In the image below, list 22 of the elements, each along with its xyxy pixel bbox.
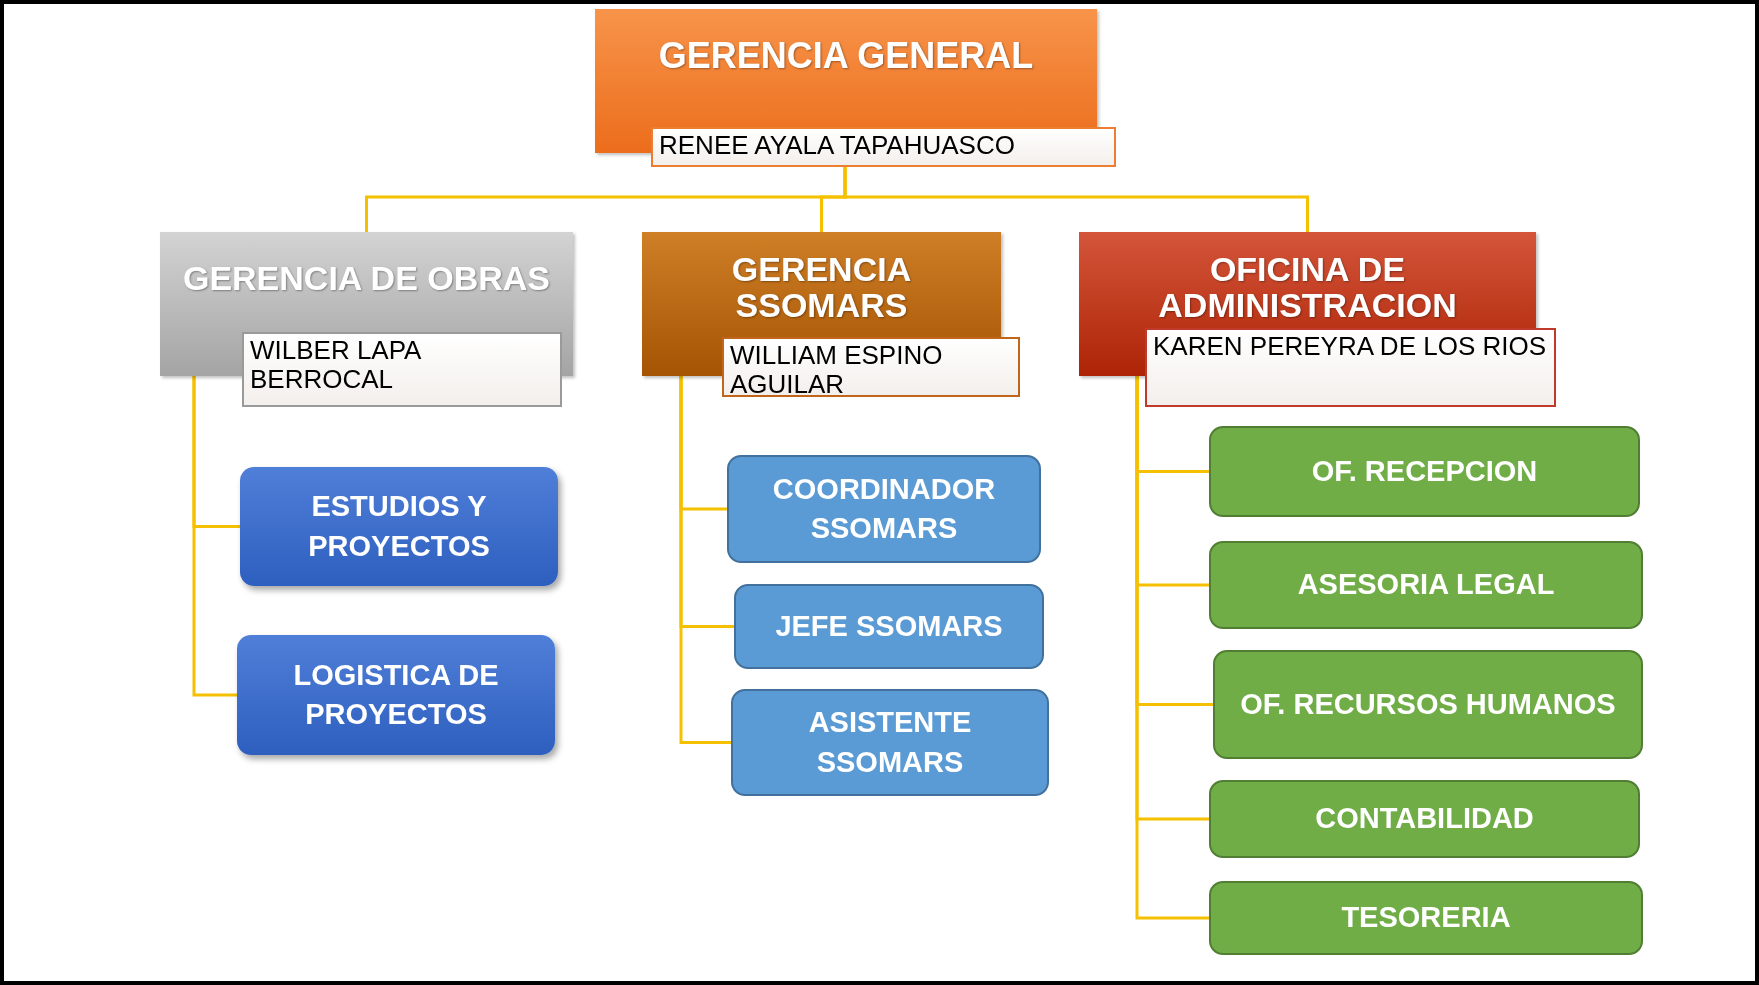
heading: GERENCIA SSOMARS — [730, 252, 913, 324]
connector-line — [679, 376, 731, 744]
unit-box: TESORERIA — [1209, 881, 1643, 955]
unit-box: COORDINADOR SSOMARS — [727, 455, 1041, 563]
heading: OFICINA DE ADMINISTRACION — [1157, 252, 1458, 324]
unit-box: LOGISTICA DE PROYECTOS — [237, 635, 555, 755]
connector-line — [1135, 376, 1209, 920]
unit-box: OF. RECURSOS HUMANOS — [1213, 650, 1643, 759]
connector-line — [192, 376, 237, 697]
name-label: RENEE AYALA TAPAHUASCO — [651, 127, 1116, 167]
name-label: KAREN PEREYRA DE LOS RIOS — [1145, 328, 1556, 407]
unit-box: OF. RECEPCION — [1209, 426, 1640, 517]
connector-line — [843, 167, 1309, 232]
unit-box: JEFE SSOMARS — [734, 584, 1044, 669]
unit-box: ASESORIA LEGAL — [1209, 541, 1643, 629]
heading: GERENCIA GENERAL — [658, 37, 1034, 75]
name-label: WILBER LAPA BERROCAL — [242, 332, 562, 407]
unit-box: ASISTENTE SSOMARS — [731, 689, 1049, 796]
heading: GERENCIA DE OBRAS — [182, 261, 551, 297]
name-label: WILLIAM ESPINO AGUILAR — [722, 337, 1020, 397]
unit-box: CONTABILIDAD — [1209, 780, 1640, 858]
unit-box: ESTUDIOS Y PROYECTOS — [240, 467, 558, 586]
